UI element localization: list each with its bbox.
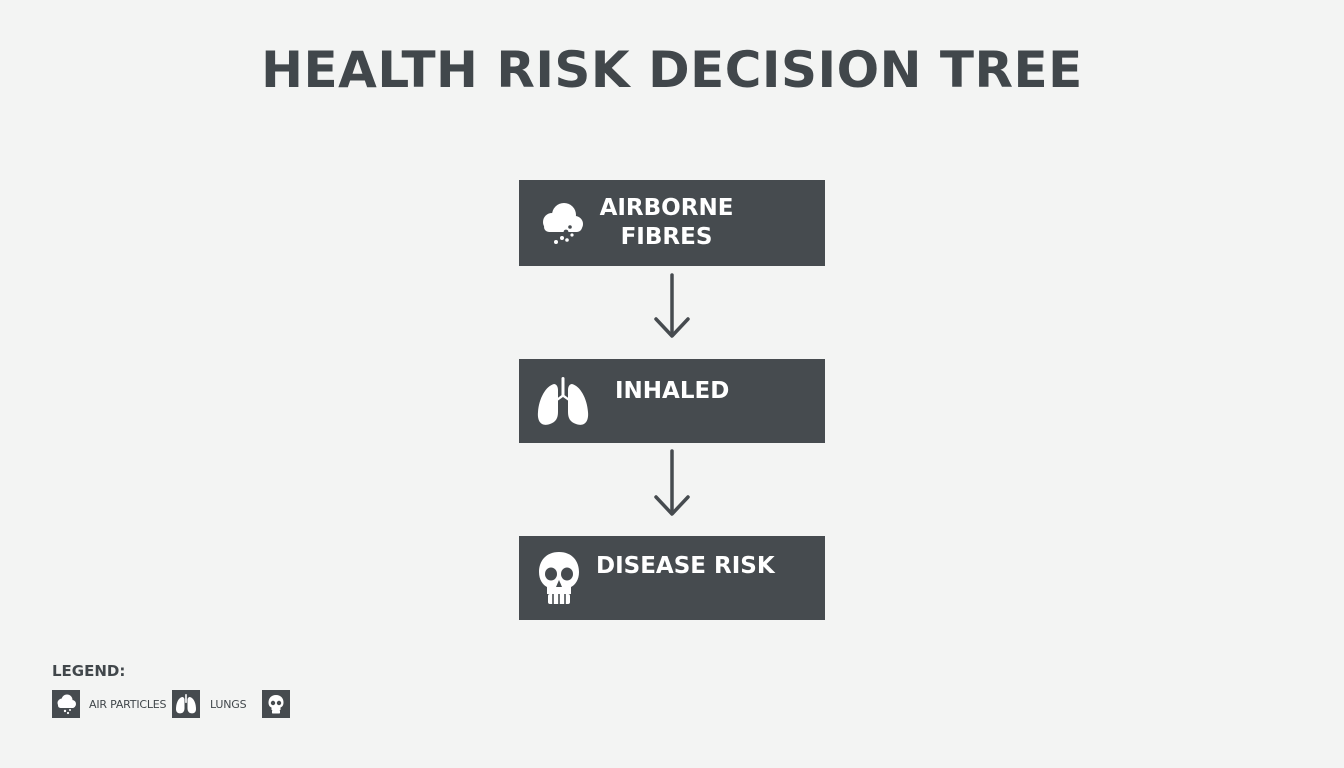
node-label: DISEASE RISK: [596, 553, 775, 579]
legend-label: AIR PARTICLES: [89, 698, 167, 711]
node-label: AIRBORNE FIBRES: [599, 195, 734, 250]
legend-title: LEGEND:: [52, 662, 126, 680]
cloud-particles-icon: [52, 690, 80, 718]
cloud-particles-icon: [543, 203, 583, 244]
skull-icon: [262, 690, 290, 718]
node-inhaled: INHALED: [519, 359, 825, 443]
node-airborne-fibres: AIRBORNE FIBRES: [519, 180, 825, 266]
arrow-down-icon: [654, 449, 690, 516]
legend-label: LUNGS: [210, 698, 247, 711]
page-title: HEALTH RISK DECISION TREE: [261, 41, 1083, 99]
node-label: INHALED: [615, 378, 730, 404]
lungs-icon: [172, 690, 200, 718]
arrow-down-icon: [654, 273, 690, 338]
node-disease-risk: DISEASE RISK: [519, 536, 825, 620]
skull-icon: [539, 552, 579, 604]
lungs-icon: [537, 377, 589, 425]
